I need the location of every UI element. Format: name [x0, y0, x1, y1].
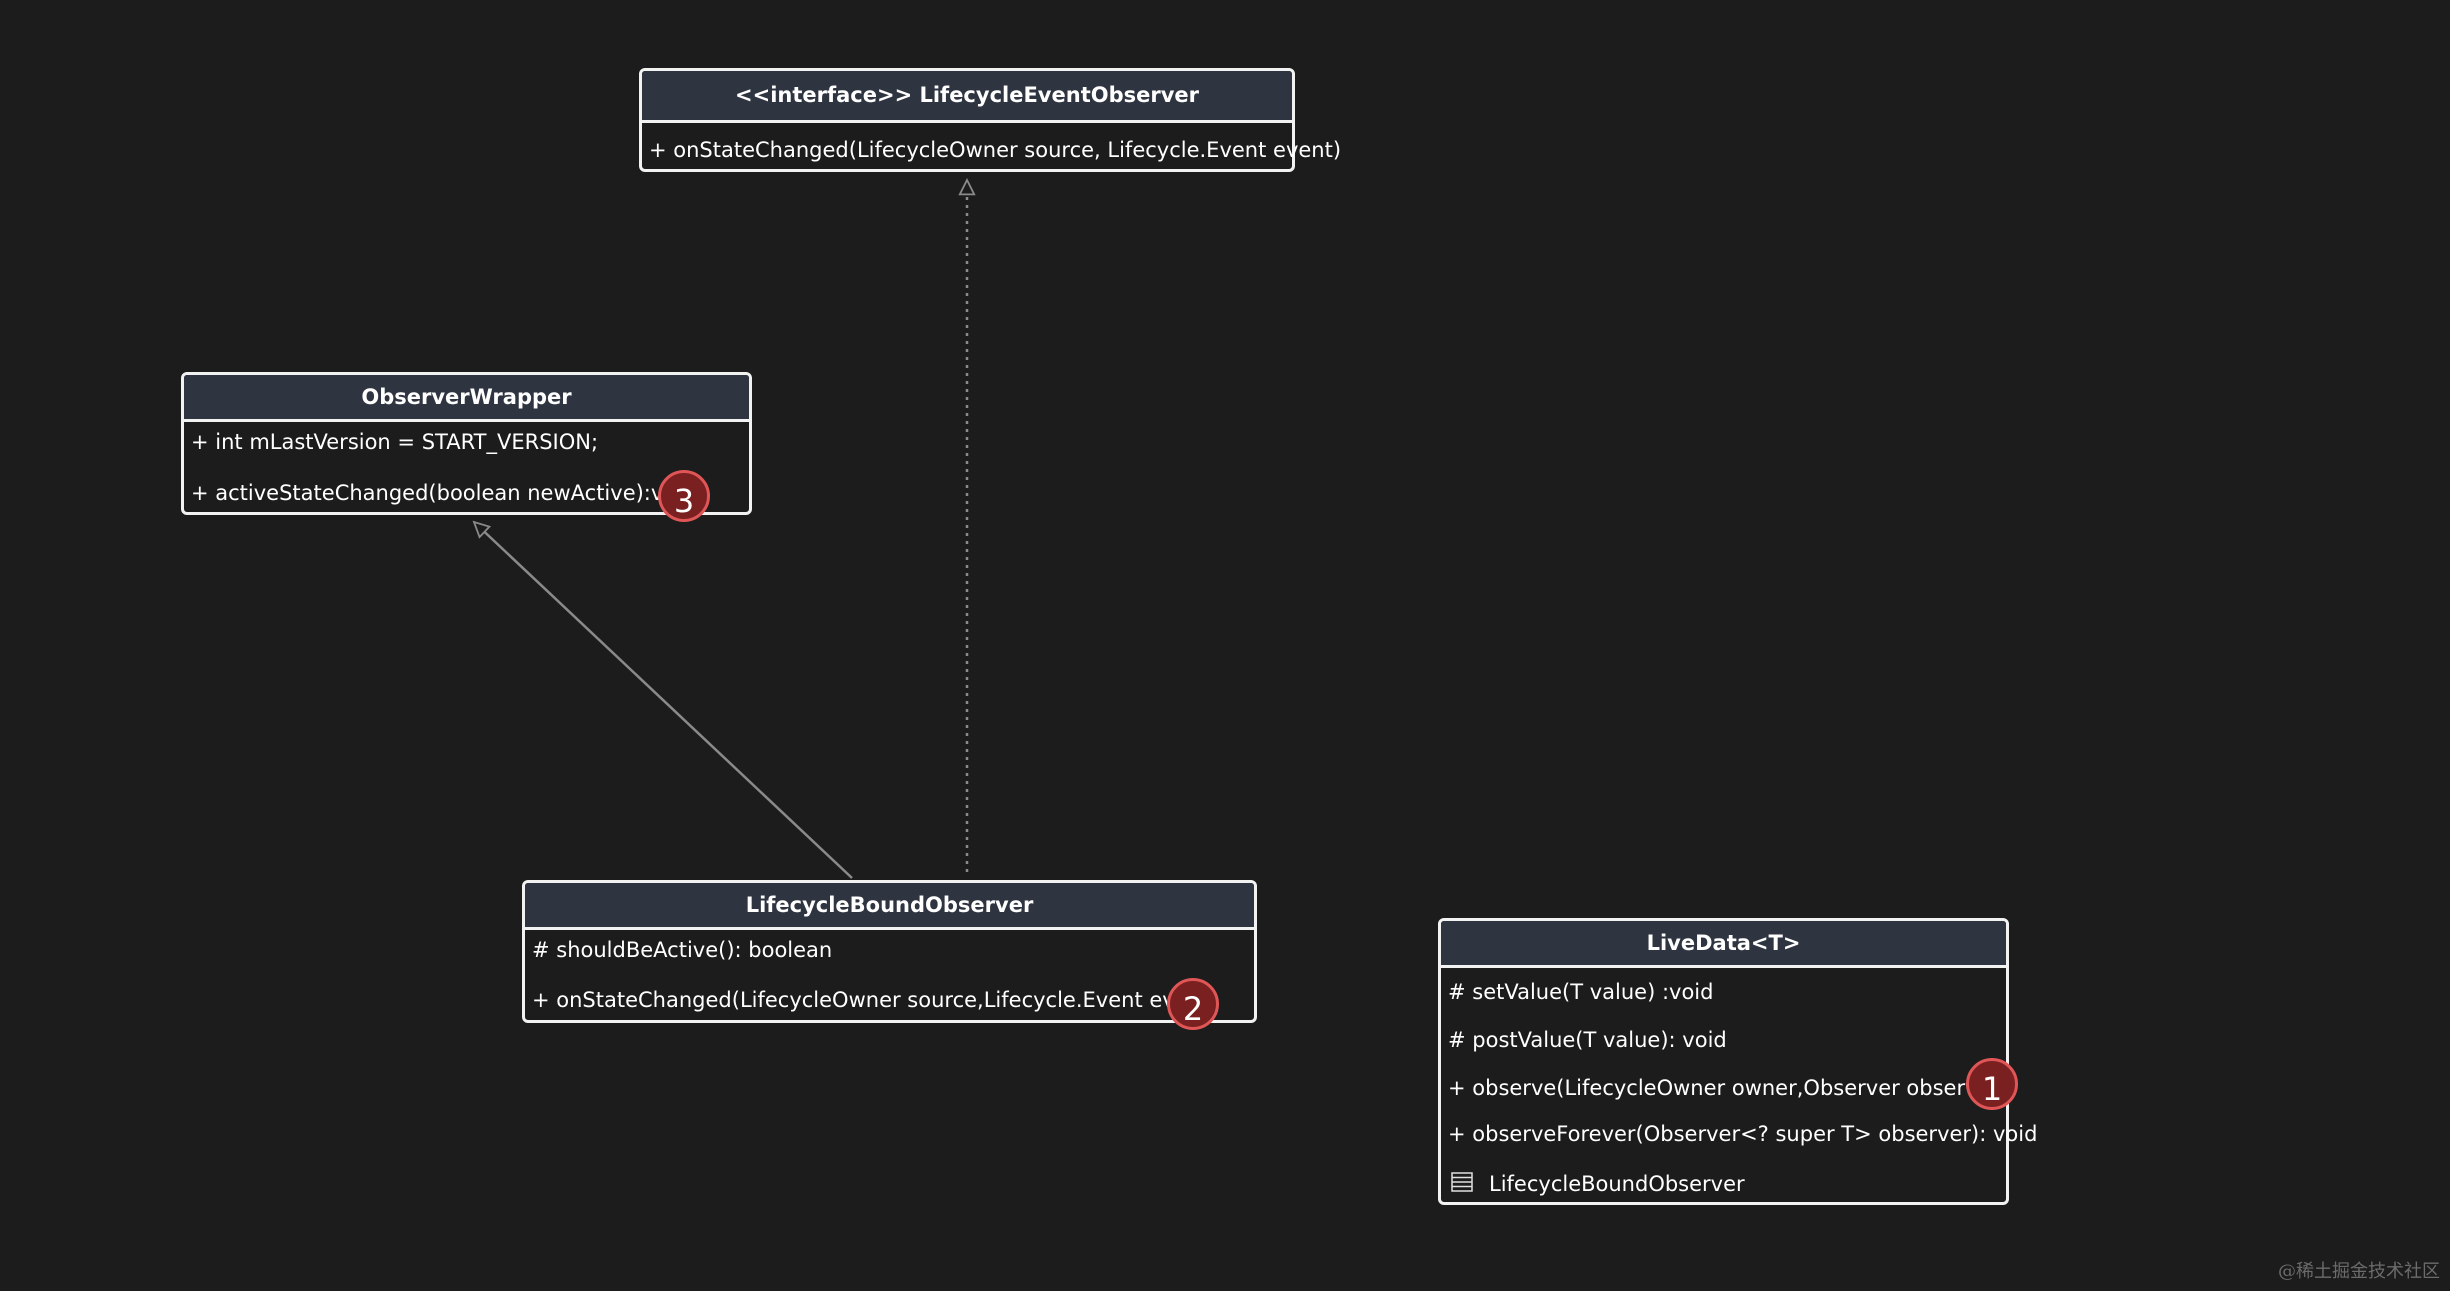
class-observer-wrapper[interactable]: ObserverWrapper + int mLastVersion = STA… — [181, 372, 752, 522]
inner-class-label: LifecycleBoundObserver — [1489, 1172, 1745, 1196]
member-on-state-changed: + onStateChanged(LifecycleOwner source,L… — [532, 988, 1218, 1012]
class-title: ObserverWrapper — [184, 375, 749, 422]
class-lifecycle-event-observer[interactable]: <<interface>> LifecycleEventObserver + o… — [639, 68, 1341, 172]
member-observe-forever: + observeForever(Observer<? super T> obs… — [1448, 1122, 2038, 1146]
member-post-value: # postValue(T value): void — [1448, 1028, 1727, 1052]
class-title: LifecycleBoundObserver — [525, 883, 1254, 930]
class-title: <<interface>> LifecycleEventObserver — [642, 71, 1292, 123]
generalization-connector — [474, 522, 853, 879]
member-active-state-changed: + activeStateChanged(boolean newActive):… — [191, 481, 696, 505]
member-set-value: # setValue(T value) :void — [1448, 980, 1714, 1004]
class-live-data[interactable]: LiveData<T> # setValue(T value) :void # … — [1438, 918, 2037, 1205]
member-should-be-active: # shouldBeActive(): boolean — [532, 938, 833, 962]
inner-class-icon — [1451, 1172, 1473, 1192]
class-title: LiveData<T> — [1441, 921, 2006, 968]
annotation-badge-3: 3 — [658, 470, 710, 522]
annotation-badge-1: 1 — [1966, 1058, 2018, 1110]
watermark: @稀土掘金技术社区 — [2278, 1261, 2440, 1282]
member-observe: + observe(LifecycleOwner owner,Observer … — [1448, 1076, 2008, 1100]
annotation-badge-2: 2 — [1167, 978, 1219, 1030]
class-lifecycle-bound-observer[interactable]: LifecycleBoundObserver # shouldBeActive(… — [522, 880, 1257, 1030]
member-on-state-changed: + onStateChanged(LifecycleOwner source, … — [649, 138, 1342, 162]
member-m-last-version: + int mLastVersion = START_VERSION; — [191, 430, 599, 454]
